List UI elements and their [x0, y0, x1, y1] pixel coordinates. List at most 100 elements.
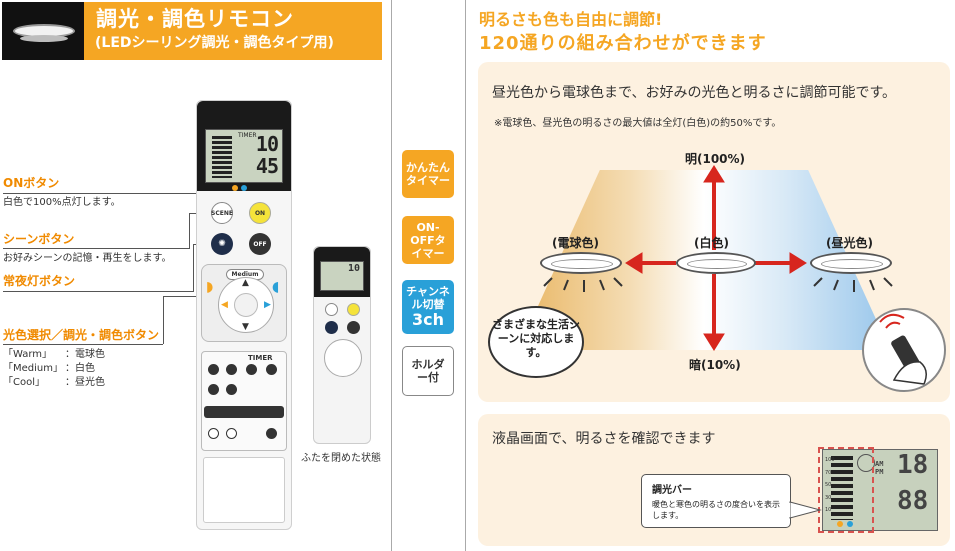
kantan-timer-bar[interactable] [204, 406, 284, 418]
scene-leader-line [3, 248, 189, 249]
remote-control-open: TIMER 10 45 SCENE ON ✺ OFF Medium ◗ ◖ ▲ … [196, 100, 292, 530]
small-dpad[interactable] [324, 339, 362, 377]
on-leader-line [3, 193, 249, 194]
channel-badge: チャンネル切替 3ch [402, 280, 454, 334]
night-leader-line [3, 291, 193, 292]
headline: 明るさも色も自由に調節! [479, 10, 663, 29]
cool-led-icon [847, 521, 853, 527]
night-light-button[interactable]: ✺ [211, 233, 233, 255]
small-night-light-button[interactable] [325, 321, 338, 334]
cool-led-icon [241, 185, 247, 191]
small-scene-button[interactable] [325, 303, 338, 316]
lcd-digits-top: 18 [897, 450, 929, 480]
remote-display-housing: TIMER 10 45 [197, 101, 291, 191]
color-mode-list: 「Warm」：電球色 「Medium」：白色 「Cool」：昼光色 [3, 348, 159, 390]
warm-led-icon [232, 185, 238, 191]
night-leader-line [193, 244, 194, 292]
timer-label: TIMER [248, 354, 273, 362]
lcd-ampm: AM PM [875, 460, 884, 476]
lcd-digits-bottom: 88 [897, 486, 929, 516]
timer-button-area: TIMER [201, 351, 287, 451]
reset-button[interactable] [226, 428, 237, 439]
page-subtitle: (LEDシーリング調光・調色タイプ用) [95, 35, 334, 51]
white-lamp-icon [676, 252, 756, 274]
scene-callout: シーンボタン お好みシーンの記憶・再生をします。 [3, 232, 172, 266]
right-arrow-icon [789, 252, 807, 274]
timer-cancel-button[interactable] [266, 428, 277, 439]
channel-button[interactable] [208, 428, 219, 439]
lcd-digits-bottom: 45 [255, 154, 279, 178]
dimming-bar-title: 調光バー [652, 485, 692, 496]
color-leader-line [3, 344, 163, 345]
scene-leader-line [189, 213, 190, 249]
hand-holding-remote-icon [879, 313, 927, 385]
divider [465, 0, 466, 551]
remote-small-lcd: 10 [320, 261, 364, 291]
night-callout: 常夜灯ボタン [3, 274, 75, 288]
up-arrow-icon [703, 165, 725, 183]
on-callout-title: ONボタン [3, 176, 60, 190]
timer-hour-button[interactable] [208, 364, 219, 375]
remote-small-display-housing: 10 [314, 247, 370, 297]
lcd-screen: 100 70 50 30 10 AM PM 18 88 [822, 449, 938, 531]
warmer-arrow-icon[interactable]: ◀ [221, 300, 228, 310]
dpad-center [234, 293, 258, 317]
lcd-timer-label: TIMER [238, 132, 257, 139]
callout-pointer [788, 501, 822, 519]
night-callout-title: 常夜灯ボタン [3, 274, 76, 288]
remote-control-closed: 10 [313, 246, 371, 444]
lcd-digits-top: 10 [255, 132, 279, 156]
warm-label: (電球色) [552, 236, 599, 250]
timer-off-button[interactable] [266, 364, 277, 375]
color-callout: 光色選択／調光・調色ボタン 「Warm」：電球色 「Medium」：白色 「Co… [3, 328, 159, 390]
light-rays [543, 277, 893, 292]
small-off-button[interactable] [347, 321, 360, 334]
warm-button[interactable]: ◗ [206, 279, 214, 295]
cooler-arrow-icon[interactable]: ▶ [264, 300, 271, 310]
small-on-button[interactable] [347, 303, 360, 316]
on-callout: ONボタン 白色で100%点灯します。 [3, 176, 121, 210]
off-button[interactable]: OFF [249, 233, 271, 255]
cool-label: (昼光色) [826, 236, 873, 250]
onoff-timer-badge: ON-OFFタイマー [402, 216, 454, 264]
color-mode-row: 「Cool」：昼光色 [3, 377, 105, 388]
down-arrow-icon [703, 333, 725, 351]
brighter-arrow-icon[interactable]: ▲ [242, 278, 249, 288]
left-arrow-icon [625, 252, 643, 274]
scene-callout-desc: お好みシーンの記憶・再生をします。 [3, 253, 172, 264]
timer-set-button[interactable] [208, 384, 219, 395]
color-mode-row: 「Warm」：電球色 [3, 349, 105, 360]
color-dimming-pad: Medium ◗ ◖ ▲ ▼ ◀ ▶ [201, 264, 287, 342]
remote-cover [203, 457, 285, 523]
lcd-clock-icon [857, 454, 875, 472]
timer-on-button[interactable] [246, 364, 257, 375]
white-label: (白色) [694, 236, 729, 250]
color-adjust-title: 昼光色から電球色まで、お好みの光色と明るさに調節可能です。 [492, 85, 897, 101]
timer-minute-button[interactable] [226, 364, 237, 375]
cool-lamp-icon [810, 252, 892, 274]
channel-badge-count: 3ch [411, 310, 444, 329]
remote-lcd: TIMER 10 45 [205, 129, 283, 183]
warm-lamp-icon [540, 252, 622, 274]
cool-button[interactable]: ◖ [272, 279, 280, 295]
dimming-bar-highlight [818, 447, 874, 533]
page-title: 調光・調色リモコン [96, 7, 294, 31]
timer-confirm-button[interactable] [226, 384, 237, 395]
lcd-scale-labels: 100 70 50 30 10 [825, 457, 835, 513]
divider [391, 0, 392, 551]
dimmer-arrow-icon[interactable]: ▼ [242, 322, 249, 332]
scene-bubble: さまざまな生活シーンに対応します。 [488, 306, 584, 378]
on-callout-desc: 白色で100%点灯します。 [3, 197, 121, 208]
color-callout-title: 光色選択／調光・調色ボタン [3, 328, 160, 342]
lcd-dimming-bar [831, 456, 853, 520]
night-light-icon: ✺ [218, 239, 226, 249]
title-banner: 調光・調色リモコン (LEDシーリング調光・調色タイプ用) [84, 2, 382, 60]
dimming-bar-callout: 調光バー 暖色と寒色の明るさの度合いを表示します。 [641, 474, 791, 528]
color-leader-line [163, 296, 164, 344]
kantan-timer-badge: かんたんタイマー [402, 150, 454, 198]
on-button[interactable]: ON [249, 202, 271, 224]
closed-remote-caption: ふたを閉めた状態 [301, 453, 381, 464]
scene-button[interactable]: SCENE [211, 202, 233, 224]
holder-badge: ホルダー付 [402, 346, 454, 396]
brightness-max-label: 明(100%) [685, 152, 746, 166]
